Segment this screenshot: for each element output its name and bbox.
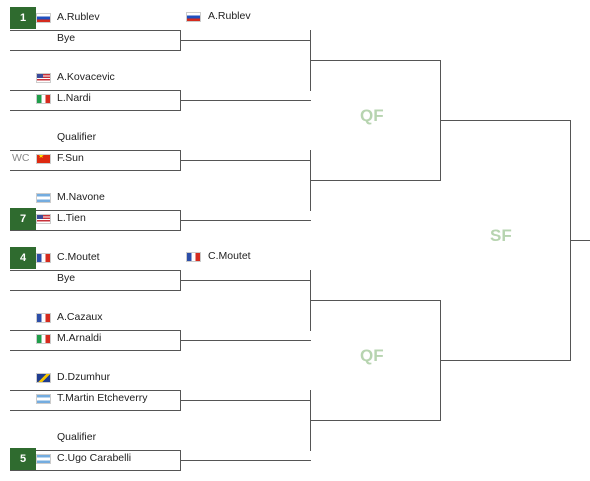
seed-badge: 5 [10, 448, 36, 470]
player-name[interactable]: D.Dzumhur [57, 371, 111, 383]
player-name[interactable]: C.Ugo Carabelli [57, 452, 132, 464]
ru-flag-icon [186, 12, 201, 22]
entry-line [10, 230, 181, 231]
r2-connector [310, 30, 311, 91]
qf-connector [440, 300, 441, 421]
player-name[interactable]: A.Cazaux [57, 311, 103, 323]
qf-line [311, 180, 440, 181]
r2-line [181, 100, 311, 101]
r2-line [181, 220, 311, 221]
r2-player-name[interactable]: A.Rublev [208, 10, 251, 22]
entry-line [10, 210, 181, 211]
ar-flag-icon [36, 394, 51, 404]
entry-line [10, 450, 181, 451]
player-name[interactable]: F.Sun [57, 152, 84, 164]
r1-connector [180, 390, 181, 411]
r1-connector [180, 90, 181, 111]
ru-flag-icon [36, 13, 51, 23]
fr-flag-icon [186, 252, 201, 262]
entry-line [10, 150, 181, 151]
r2-line [181, 160, 311, 161]
us-flag-icon [36, 214, 51, 224]
r2-connector [310, 270, 311, 331]
r1-connector [180, 330, 181, 351]
player-name[interactable]: Bye [57, 32, 76, 44]
r1-connector [180, 270, 181, 291]
seed-badge: 7 [10, 208, 36, 230]
entry-line [10, 270, 181, 271]
qf-label-bottom: QF [360, 346, 384, 365]
player-name[interactable]: Qualifier [57, 131, 97, 143]
qf-label-top: QF [360, 106, 384, 125]
r1-connector [180, 450, 181, 471]
sf-label: SF [490, 226, 512, 245]
r2-line [181, 340, 311, 341]
player-name[interactable]: Qualifier [57, 431, 97, 443]
entry-line [10, 110, 181, 111]
qf-line [311, 420, 440, 421]
it-flag-icon [36, 94, 51, 104]
seed-badge: 1 [10, 7, 36, 29]
seed-badge: 4 [10, 247, 36, 269]
player-name[interactable]: M.Arnaldi [57, 332, 102, 344]
player-name[interactable]: T.Martin Etcheverry [57, 392, 148, 404]
it-flag-icon [36, 334, 51, 344]
entry-line [10, 30, 181, 31]
entry-line [10, 470, 181, 471]
player-name[interactable]: M.Navone [57, 191, 105, 203]
cn-flag-icon [36, 154, 51, 164]
sf-connector [570, 120, 571, 361]
entry-line [10, 290, 181, 291]
r2-connector [310, 390, 311, 451]
r2-line [181, 400, 311, 401]
player-name[interactable]: A.Rublev [57, 11, 100, 23]
us-flag-icon [36, 73, 51, 83]
fr-flag-icon [36, 253, 51, 263]
ar-flag-icon [36, 193, 51, 203]
r1-connector [180, 150, 181, 171]
r1-connector [180, 30, 181, 51]
sf-line [441, 120, 570, 121]
entry-line [10, 170, 181, 171]
r2-line [181, 460, 311, 461]
entry-line [10, 50, 181, 51]
player-name[interactable]: A.Kovacevic [57, 71, 115, 83]
player-name[interactable]: C.Moutet [57, 251, 100, 263]
qf-line [311, 300, 440, 301]
entry-line [10, 350, 181, 351]
r2-player-name[interactable]: C.Moutet [208, 250, 251, 262]
entry-line [10, 410, 181, 411]
r2-connector [310, 150, 311, 211]
ba-flag-icon [36, 373, 51, 383]
player-name[interactable]: L.Tien [57, 212, 86, 224]
final-line [571, 240, 590, 241]
r1-connector [180, 210, 181, 231]
r2-line [181, 280, 311, 281]
entry-line [10, 330, 181, 331]
player-name[interactable]: Bye [57, 272, 76, 284]
ar-flag-icon [36, 454, 51, 464]
qf-line [311, 60, 440, 61]
qf-connector [440, 60, 441, 181]
entry-line [10, 90, 181, 91]
wildcard-label: WC [12, 152, 30, 164]
entry-line [10, 390, 181, 391]
sf-line [441, 360, 570, 361]
fr-flag-icon [36, 313, 51, 323]
r2-line [181, 40, 311, 41]
player-name[interactable]: L.Nardi [57, 92, 91, 104]
